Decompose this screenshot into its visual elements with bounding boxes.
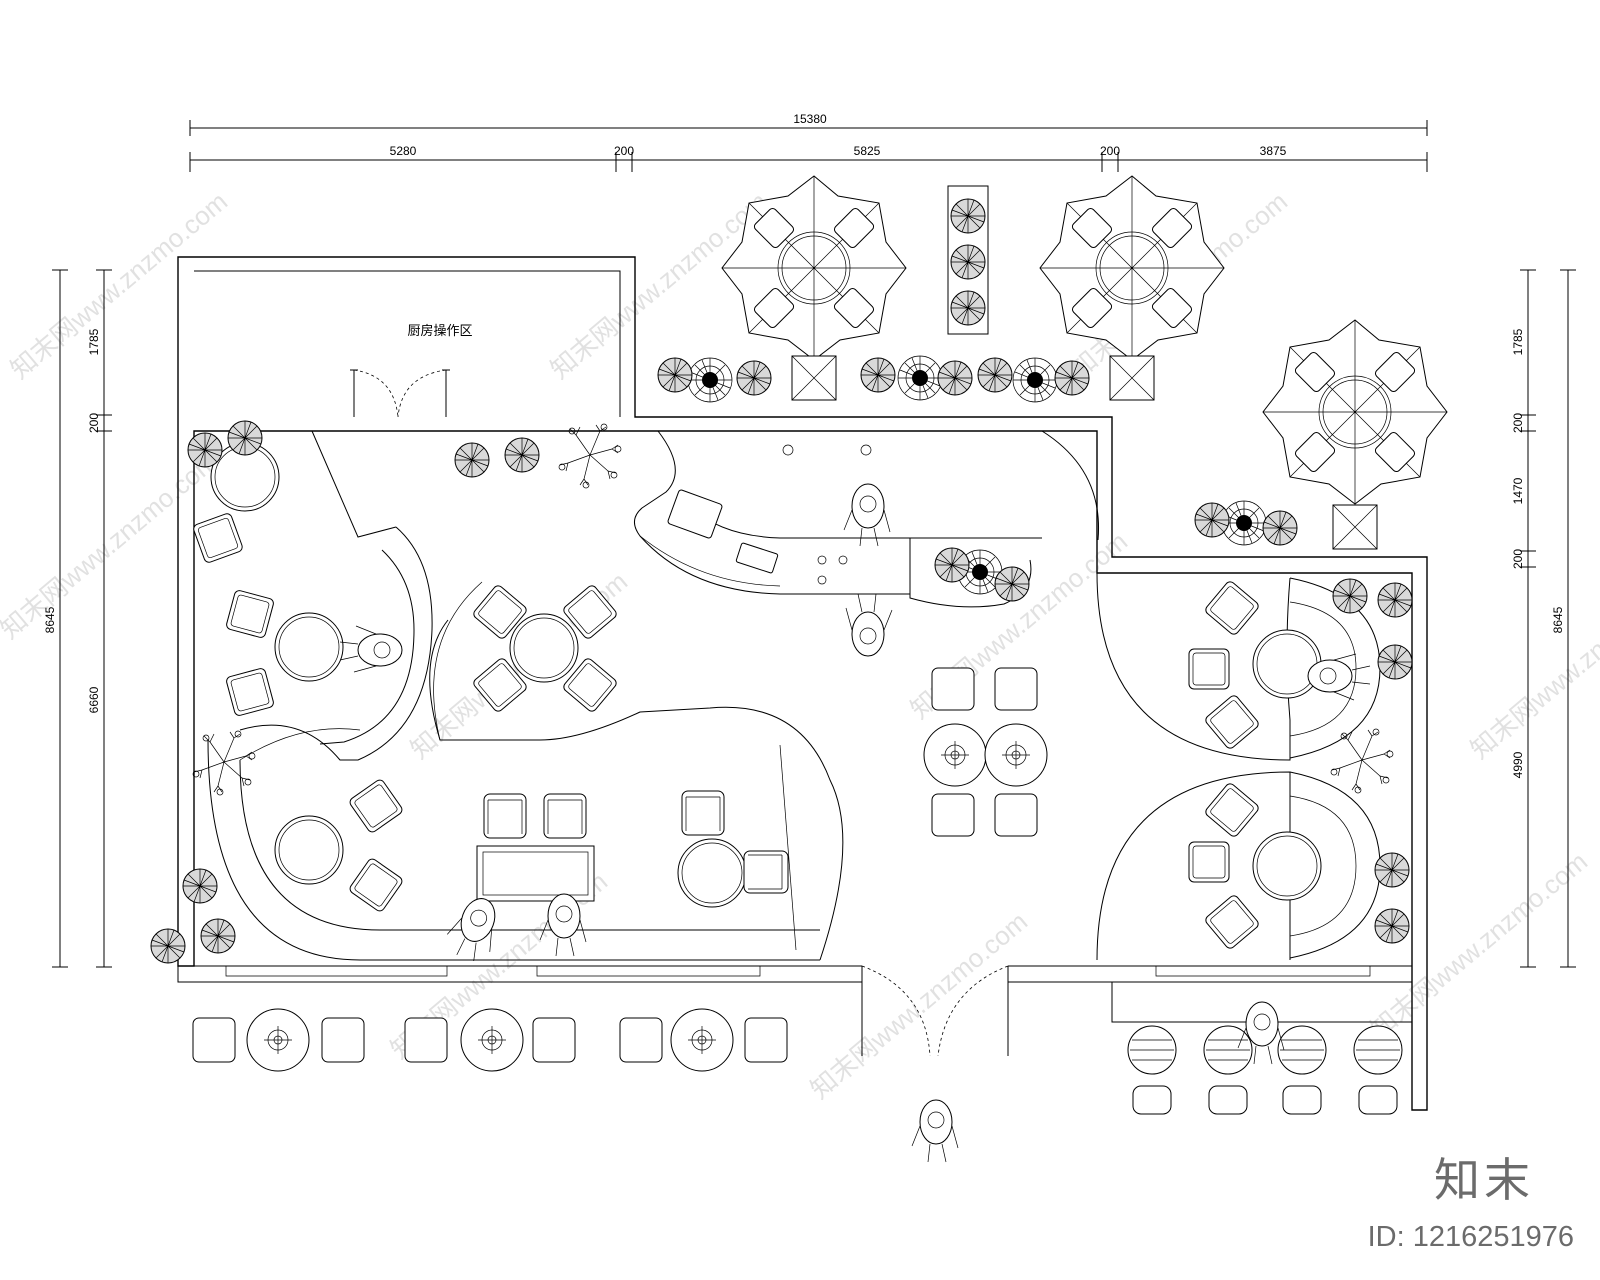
dim-left-seg-1: 1785 [87,328,101,355]
outdoor-front-tables [192,1008,788,1072]
dim-top-total: 15380 [793,112,827,126]
dim-left-seg-3: 6660 [87,686,101,713]
dim-right-seg-3: 1470 [1511,477,1525,504]
dim-right-total: 8645 [1551,606,1565,633]
dim-top-seg-5: 3875 [1260,144,1287,158]
watermark: 知末网www.znzmo.com [1465,566,1600,764]
dim-top-seg-3: 5825 [854,144,881,158]
dim-right-seg-4: 200 [1511,549,1525,569]
dim-top-seg-1: 5280 [390,144,417,158]
long-table [476,845,595,902]
dim-right-seg-5: 4990 [1511,751,1525,778]
round-table-icon [210,442,1322,908]
room-label-kitchen: 厨房操作区 [407,323,472,339]
interior-partitions [207,430,844,961]
outdoor-stools [1127,1025,1403,1115]
dim-right-seg-2: 200 [1511,413,1525,433]
building-walls [177,256,1428,1111]
dim-top-seg-2: 200 [614,144,634,158]
drawing-id-label: ID: 1216251976 [1367,1221,1574,1253]
door-swing-icon [861,965,1009,1057]
dim-right-seg-1: 1785 [1511,328,1525,355]
planter-icon [947,185,989,335]
watermark: 知末网www.znzmo.com [5,186,233,384]
dim-left-seg-2: 200 [87,413,101,433]
door-swing-icon [350,369,450,418]
dim-top-seg-4: 200 [1100,144,1120,158]
brand-logo: 知末 [1434,1153,1534,1207]
kitchen-area: 厨房操作区 [350,323,473,418]
bar-counter [634,430,1100,608]
watermark: 知末网www.znzmo.com [0,446,223,644]
cafe-tables-center [923,667,1048,837]
dimension-lines: 15380 5280 200 5825 200 3875 8645 1785 2… [43,112,1576,968]
watermark: 知末网www.znzmo.com [805,906,1033,1104]
dim-left-total: 8645 [43,606,57,633]
